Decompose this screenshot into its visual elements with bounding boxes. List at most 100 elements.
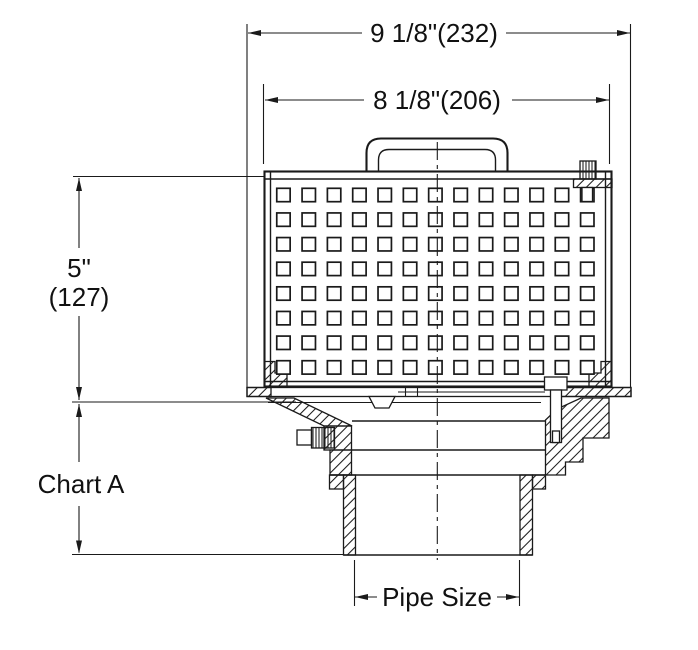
- perforation-hole: [351, 359, 367, 375]
- perforation-hole: [503, 212, 519, 228]
- perforation-hole: [275, 310, 291, 326]
- pipe-wall-left: [342, 474, 357, 556]
- perforation-hole: [402, 187, 418, 203]
- perforation-hole: [478, 236, 494, 252]
- perforation-hole: [427, 236, 443, 252]
- perforation-hole: [529, 310, 545, 326]
- perforation-hole: [503, 285, 519, 302]
- perforation-hole: [554, 212, 570, 228]
- perforation-hole: [478, 335, 494, 351]
- perforation-hole: [402, 310, 418, 326]
- perforation-hole: [326, 187, 342, 203]
- perforation-hole: [301, 236, 317, 252]
- perforation-hole: [301, 310, 317, 326]
- right-bolt-head: [543, 376, 568, 391]
- perforation-hole: [351, 212, 367, 228]
- perforation-hole: [377, 212, 393, 228]
- perforation-hole: [402, 261, 418, 277]
- perforation-hole: [275, 236, 291, 252]
- perforation-hole: [351, 285, 367, 302]
- dim-label-height-inches: 5": [67, 253, 91, 283]
- perforation-hole: [503, 359, 519, 375]
- perforation-hole: [351, 187, 367, 203]
- perforation-hole: [377, 359, 393, 375]
- perforation-hole: [326, 335, 342, 351]
- clamp-bolt-threads: [579, 160, 597, 180]
- perforation-hole: [326, 359, 342, 375]
- perforation-hole: [478, 212, 494, 228]
- perforation-hole: [377, 335, 393, 351]
- perforation-hole: [377, 261, 393, 277]
- perforation-hole: [377, 310, 393, 326]
- left-bolt-nut: [296, 429, 313, 446]
- perforation-hole: [529, 261, 545, 277]
- perforation-hole: [402, 335, 418, 351]
- perforation-hole: [326, 285, 342, 302]
- perforation-hole: [554, 261, 570, 277]
- perforation-hole: [529, 285, 545, 302]
- perforation-hole: [377, 236, 393, 252]
- dimension-labels: 9 1/8"(232) 8 1/8"(206) 5" (127) Chart A…: [38, 18, 501, 612]
- clamp-bolt-shaft: [581, 186, 594, 203]
- clamp-bar: [572, 178, 613, 189]
- outlet-pipe: [342, 474, 534, 556]
- perforation-hole: [478, 310, 494, 326]
- perforation-hole: [351, 310, 367, 326]
- dim-label-chart-a: Chart A: [38, 469, 125, 499]
- perforation-hole: [478, 187, 494, 203]
- perforation-hole: [579, 261, 595, 277]
- perforation-hole: [427, 335, 443, 351]
- perforation-hole: [453, 310, 469, 326]
- perforation-hole: [275, 285, 291, 302]
- perforation-hole: [275, 335, 291, 351]
- perforation-hole: [453, 359, 469, 375]
- pipe-wall-right: [519, 474, 534, 556]
- perforation-hole: [503, 310, 519, 326]
- strainer-basket: [263, 170, 613, 388]
- perforation-hole: [427, 261, 443, 277]
- perforation-hole: [529, 212, 545, 228]
- perforation-hole: [427, 285, 443, 302]
- perforation-hole: [275, 212, 291, 228]
- perforation-hole: [351, 261, 367, 277]
- perforation-hole: [453, 335, 469, 351]
- perforation-hole: [427, 212, 443, 228]
- perforation-hole: [478, 261, 494, 277]
- perforation-hole: [377, 187, 393, 203]
- perforation-hole: [579, 236, 595, 252]
- perforation-hole: [503, 236, 519, 252]
- perforation-hole: [377, 285, 393, 302]
- perforation-hole: [275, 261, 291, 277]
- pipe-hub-right: [531, 474, 547, 490]
- perforation-hole: [579, 212, 595, 228]
- strainer-perforations: [275, 187, 595, 375]
- perforation-hole: [326, 310, 342, 326]
- perforation-hole: [301, 335, 317, 351]
- perforation-hole: [478, 359, 494, 375]
- perforation-hole: [554, 236, 570, 252]
- rim-tab: [367, 395, 397, 409]
- perforation-hole: [554, 359, 570, 375]
- dim-label-upper-width: 8 1/8"(206): [373, 85, 501, 115]
- basket-outline: [263, 170, 613, 388]
- perforation-hole: [351, 236, 367, 252]
- perforation-hole: [554, 285, 570, 302]
- perforation-hole: [453, 261, 469, 277]
- perforation-hole: [529, 359, 545, 375]
- dim-label-overall-width: 9 1/8"(232): [370, 18, 498, 48]
- extension-lines: [72, 24, 632, 606]
- perforation-hole: [301, 261, 317, 277]
- perforation-hole: [301, 212, 317, 228]
- perforation-hole: [503, 261, 519, 277]
- dim-label-height-mm: (127): [49, 282, 110, 312]
- dim-label-pipe-size: Pipe Size: [382, 582, 492, 612]
- perforation-hole: [453, 212, 469, 228]
- perforation-hole: [427, 187, 443, 203]
- perforation-hole: [301, 187, 317, 203]
- perforation-hole: [427, 310, 443, 326]
- perforation-hole: [478, 285, 494, 302]
- perforation-hole: [402, 359, 418, 375]
- perforation-hole: [579, 359, 595, 375]
- perforation-hole: [503, 335, 519, 351]
